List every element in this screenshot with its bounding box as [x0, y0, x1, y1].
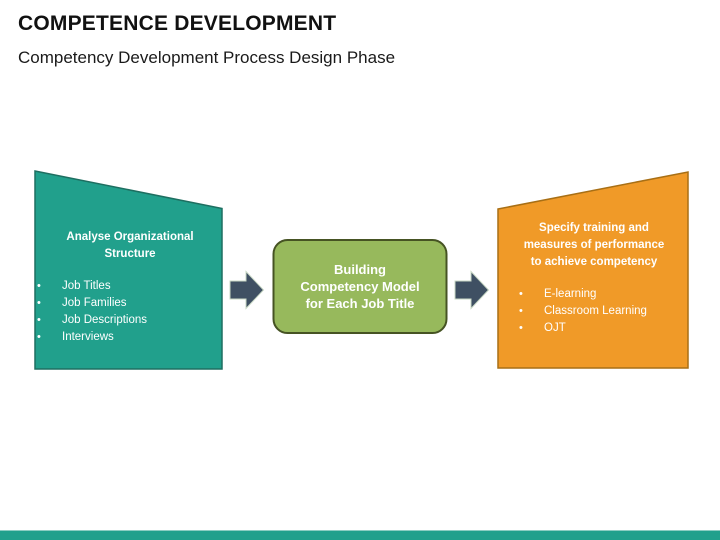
list-item: Interviews — [37, 329, 217, 346]
step2-heading-line: Competency Model — [300, 279, 420, 294]
page-subtitle: Competency Development Process Design Ph… — [18, 48, 396, 67]
step2-heading-line: for Each Job Title — [305, 296, 415, 311]
step3-heading-line: to achieve competency — [530, 256, 658, 268]
list-item: E-learning — [519, 286, 689, 303]
step2-shape — [272, 239, 448, 334]
step2-heading: Building Competency Model for Each Job T… — [273, 261, 447, 312]
step3-heading: Specify training and measures of perform… — [505, 220, 683, 271]
arrow-right-icon — [454, 270, 490, 310]
arrow-right-icon — [229, 270, 265, 310]
step3-bullet-list: E-learning Classroom Learning OJT — [519, 286, 689, 337]
list-item: Job Families — [37, 295, 217, 312]
step1-heading-line: Structure — [104, 247, 156, 260]
step1-bullet-list: Job Titles Job Families Job Descriptions… — [37, 278, 217, 346]
list-item: Job Descriptions — [37, 312, 217, 329]
step2-heading-line: Building — [334, 262, 386, 277]
list-item: OJT — [519, 320, 689, 337]
page-title: COMPETENCE DEVELOPMENT — [18, 12, 337, 35]
step3-heading-line: Specify training and — [539, 222, 649, 234]
step1-heading-line: Analyse Organizational — [66, 231, 194, 243]
step1-heading: Analyse Organizational Structure — [45, 229, 215, 262]
list-item: Classroom Learning — [519, 303, 689, 320]
step3-heading-line: measures of performance — [523, 239, 665, 251]
bottom-accent-bar — [0, 530, 720, 540]
list-item: Job Titles — [37, 278, 217, 295]
